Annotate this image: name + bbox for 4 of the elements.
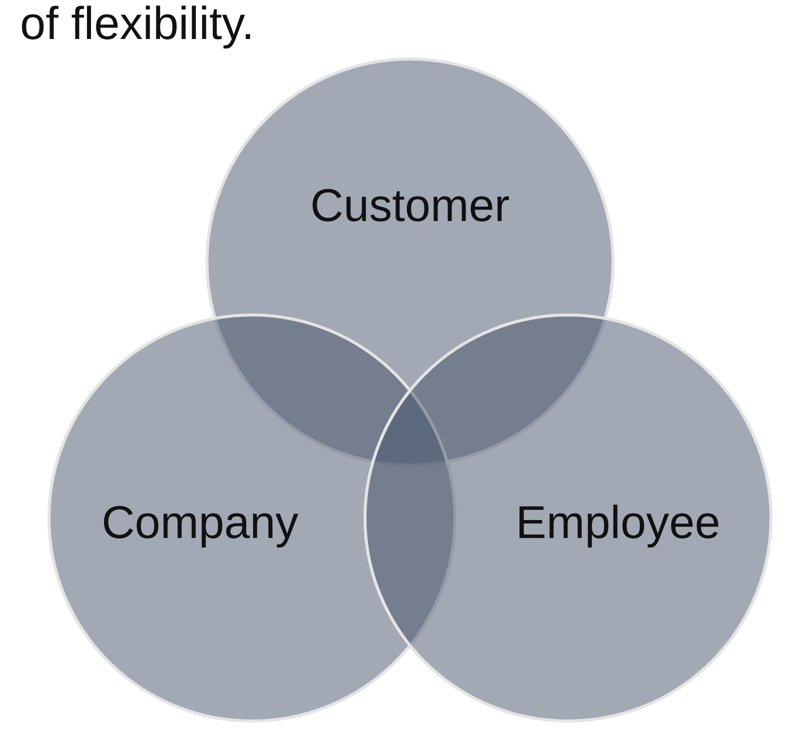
circle-label: Employee: [516, 495, 720, 549]
heading-text: of flexibility.: [20, 0, 254, 50]
circle-label: Company: [102, 495, 298, 549]
circle-label: Customer: [310, 178, 510, 232]
